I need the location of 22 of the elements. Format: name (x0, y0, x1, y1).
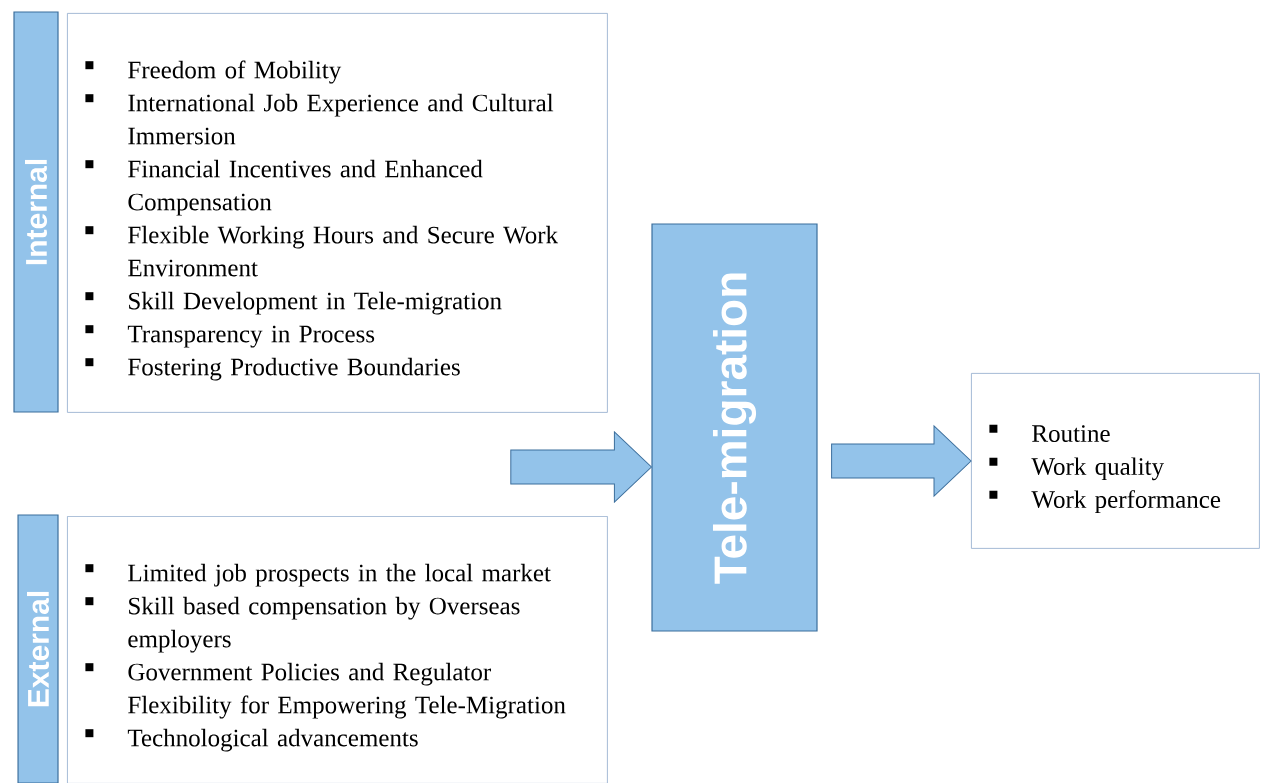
list-item: Fostering Productive Boundaries (85, 357, 460, 381)
list-item: International Job Experience and Cultural Immersion (85, 93, 554, 145)
list-item: Work performance (989, 490, 1221, 514)
list-item: Freedom of Mobility (85, 60, 342, 84)
block-arrow (510, 431, 652, 503)
label-bar: Tele-migration (651, 223, 818, 632)
list-box (67, 516, 608, 783)
list-item: Financial Incentives and Enhanced Compensation (85, 159, 483, 216)
block-arrow (831, 425, 972, 497)
label-bar: External (17, 514, 59, 783)
list-item: Government Policies and Regulator Flexibility for Empowering Tele-Migration (85, 662, 566, 719)
list-item: Work quality (989, 457, 1164, 481)
list-item: Skill based compensation by Overseas employers (85, 596, 520, 653)
list-item: Technological advancements (85, 728, 418, 752)
list-box (67, 13, 608, 413)
list-box (971, 373, 1260, 549)
list-item: Limited job prospects in the local market (85, 563, 551, 587)
list-item: Skill Development in Tele-migration (85, 291, 502, 315)
list-item: Transparency in Process (85, 325, 375, 348)
label-bar: Internal (13, 11, 59, 413)
list-item: Routine (989, 424, 1110, 442)
list-item: Flexible Working Hours and Secure Work Environment (85, 225, 559, 277)
